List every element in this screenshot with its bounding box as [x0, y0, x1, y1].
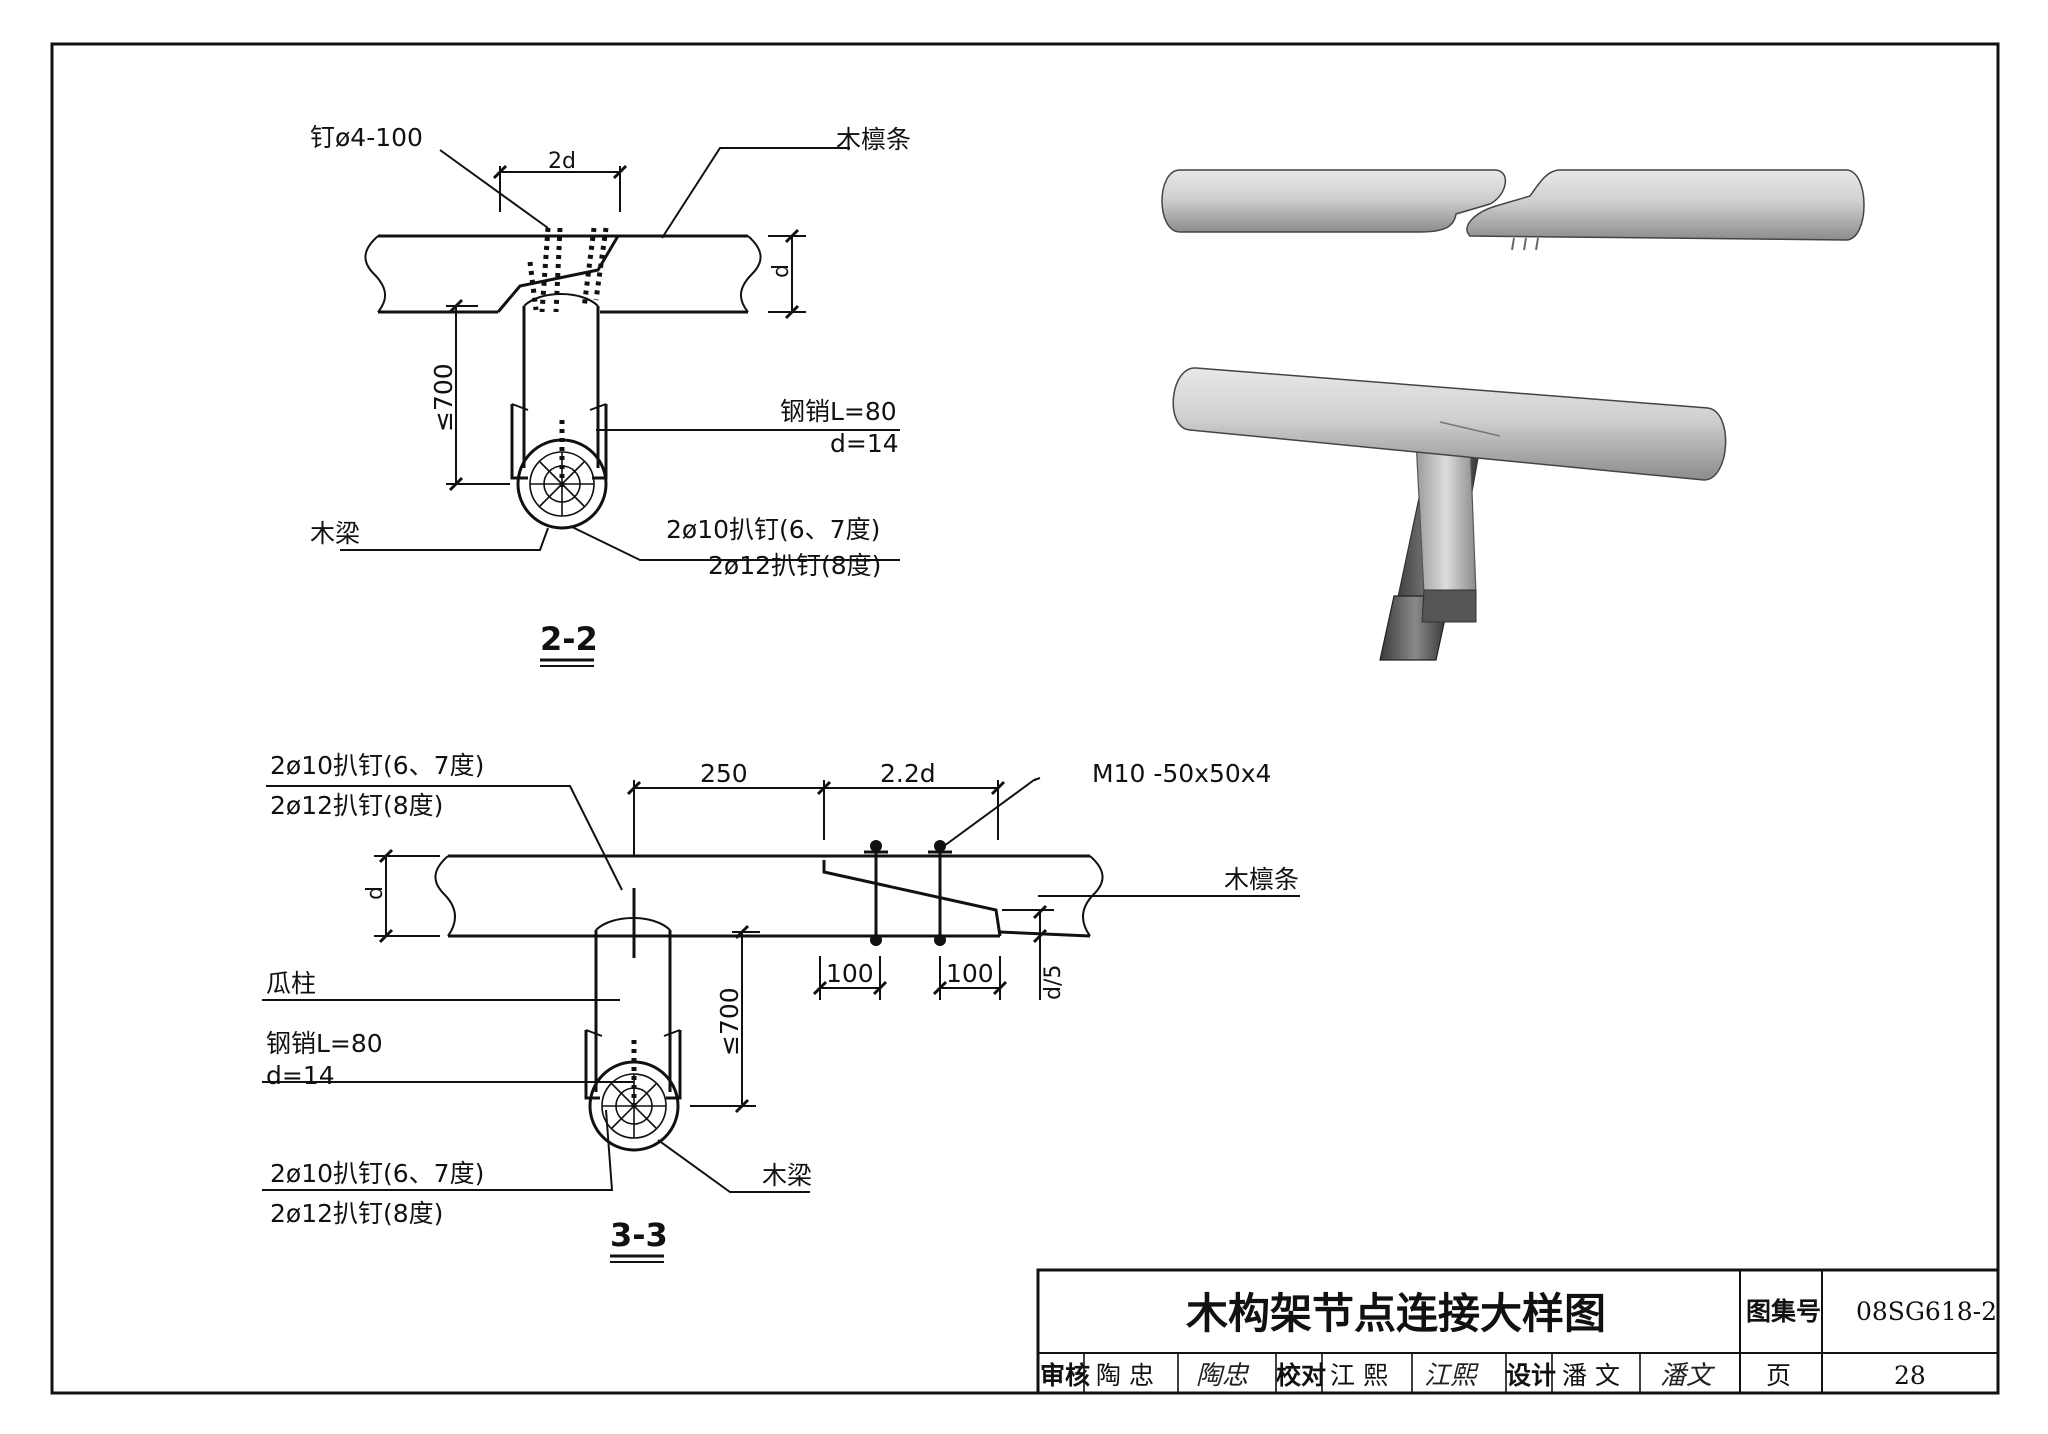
check-name: 江 熙 — [1330, 1361, 1388, 1390]
check-signature: 江熙 — [1424, 1361, 1479, 1391]
drawing-title: 木构架节点连接大样图 — [1186, 1289, 1606, 1338]
section-2-2-beam-label: 木梁 — [310, 519, 360, 548]
section-2-2-purlin-label: 木檩条 — [836, 125, 911, 154]
section-3-3-drawing — [262, 777, 1300, 1263]
atlas-number-label: 图集号 — [1746, 1297, 1821, 1326]
section-3-3-staple-top-line2: 2ø12扒钉(8度) — [270, 791, 443, 820]
exploded-3d-view — [1161, 169, 1865, 251]
section-3-3-purlin-label: 木檩条 — [1224, 865, 1299, 894]
section-3-3-pin-line2: d=14 — [266, 1061, 335, 1090]
review-name: 陶 忠 — [1096, 1361, 1154, 1390]
section-2-2-dim-2d: 2d — [548, 149, 576, 174]
section-3-3-dim-700: ≤700 — [715, 987, 744, 1056]
section-2-2-staple-line2: 2ø12扒钉(8度) — [708, 551, 881, 580]
title-block — [1036, 1268, 2000, 1395]
review-signature: 陶忠 — [1196, 1361, 1250, 1391]
section-3-3-title: 3-3 — [610, 1216, 668, 1254]
section-3-3-dim-d5: d/5 — [1041, 965, 1066, 1000]
design-signature: 潘文 — [1660, 1361, 1716, 1391]
section-2-2-dim-700: ≤700 — [429, 363, 458, 432]
section-2-2-staple-line1: 2ø10扒钉(6、7度) — [666, 515, 880, 544]
section-3-3-dim-100b: 100 — [946, 959, 994, 988]
design-name: 潘 文 — [1562, 1361, 1620, 1390]
section-2-2-pin-line1: 钢销L=80 — [780, 397, 897, 426]
atlas-number: 08SG618-2 — [1856, 1297, 1997, 1326]
design-label: 设计 — [1506, 1361, 1556, 1390]
page-number: 28 — [1894, 1361, 1926, 1390]
section-3-3-staple-top-line1: 2ø10扒钉(6、7度) — [270, 751, 484, 780]
section-2-2-dim-d: d — [769, 264, 794, 278]
page-label: 页 — [1766, 1361, 1791, 1390]
section-3-3-post-label: 瓜柱 — [266, 969, 316, 998]
section-3-3-staple-bot-line1: 2ø10扒钉(6、7度) — [270, 1159, 484, 1188]
drawing-frame — [50, 42, 2000, 1395]
section-2-2-nail-label: 钉ø4-100 — [310, 123, 423, 152]
section-3-3-dim-100a: 100 — [826, 959, 874, 988]
section-2-2-title: 2-2 — [540, 620, 598, 658]
section-3-3-beam-label: 木梁 — [762, 1161, 812, 1190]
section-3-3-dim-2-2d: 2.2d — [880, 759, 936, 788]
section-3-3-pin-line1: 钢销L=80 — [266, 1029, 383, 1058]
section-2-2-drawing — [340, 147, 900, 667]
assembled-3d-view — [1172, 367, 1727, 661]
review-label: 审核 — [1040, 1361, 1090, 1390]
section-2-2-pin-line2: d=14 — [830, 429, 899, 458]
section-3-3-bolt-label: M10 -50x50x4 — [1092, 759, 1271, 788]
section-3-3-dim-250: 250 — [700, 759, 748, 788]
section-3-3-staple-bot-line2: 2ø12扒钉(8度) — [270, 1199, 443, 1228]
check-label: 校对 — [1276, 1361, 1326, 1390]
section-3-3-dim-d: d — [363, 886, 388, 900]
